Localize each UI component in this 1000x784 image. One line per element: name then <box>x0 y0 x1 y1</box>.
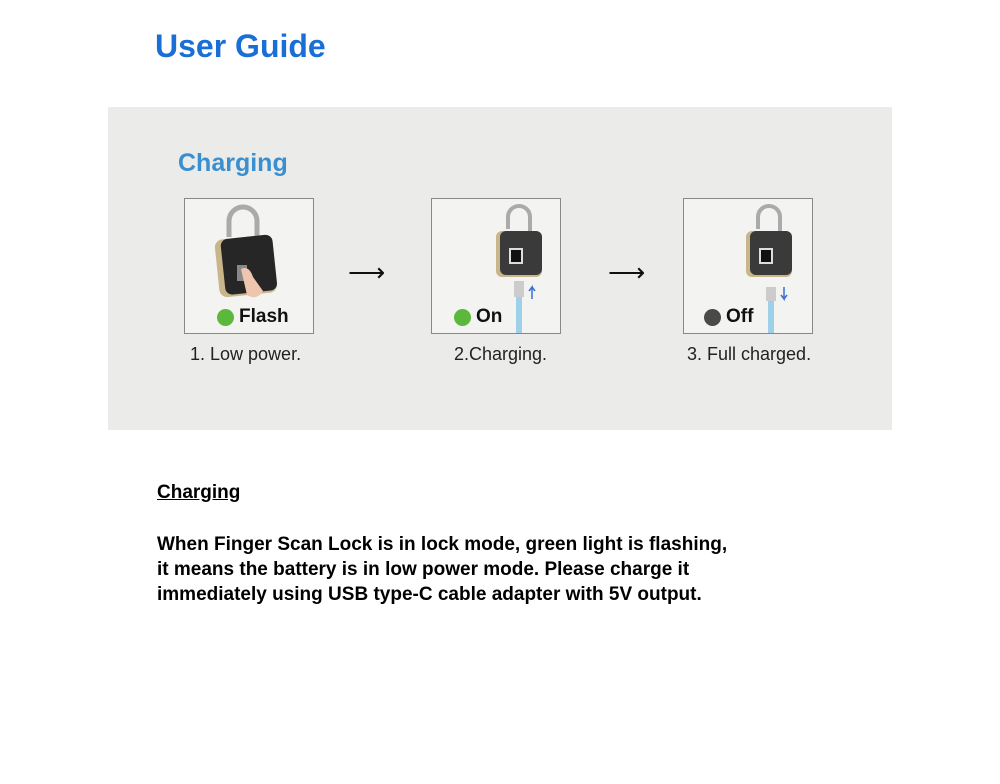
grey-light-icon <box>704 308 721 326</box>
body-line: immediately using USB type-C cable adapt… <box>157 584 702 605</box>
body-line: When Finger Scan Lock is in lock mode, g… <box>157 534 728 555</box>
green-light-icon <box>454 308 471 326</box>
step-caption: 1. Low power. <box>190 344 302 364</box>
step-full-charged-image: Off <box>683 198 813 334</box>
indicator-flash: Flash <box>217 306 289 328</box>
step-low-power-image: Flash <box>184 198 314 334</box>
section-heading: Charging <box>157 482 241 503</box>
padlock-finger-icon <box>214 204 278 298</box>
arrow-icon: ⟶ <box>348 257 386 287</box>
section-body: When Finger Scan Lock is in lock mode, g… <box>157 532 837 607</box>
body-line: it means the battery is in low power mod… <box>157 559 690 580</box>
charging-illustration-panel: Charging Flash 1. Low power. ⟶ On 2.Char… <box>108 107 892 430</box>
panel-heading: Charging <box>178 149 288 177</box>
step-caption: 2.Charging. <box>454 344 548 364</box>
green-light-icon <box>217 308 234 326</box>
indicator-label: Off <box>726 306 754 327</box>
page-title: User Guide <box>155 28 326 64</box>
indicator-label: On <box>476 306 503 327</box>
step-charging-image: On <box>431 198 561 334</box>
step-caption: 3. Full charged. <box>687 344 812 364</box>
indicator-label: Flash <box>239 306 289 327</box>
indicator-off: Off <box>704 306 753 328</box>
arrow-icon: ⟶ <box>608 257 646 287</box>
padlock-unplugged-icon <box>746 204 792 333</box>
padlock-charging-icon <box>496 204 542 333</box>
indicator-on: On <box>454 306 502 328</box>
